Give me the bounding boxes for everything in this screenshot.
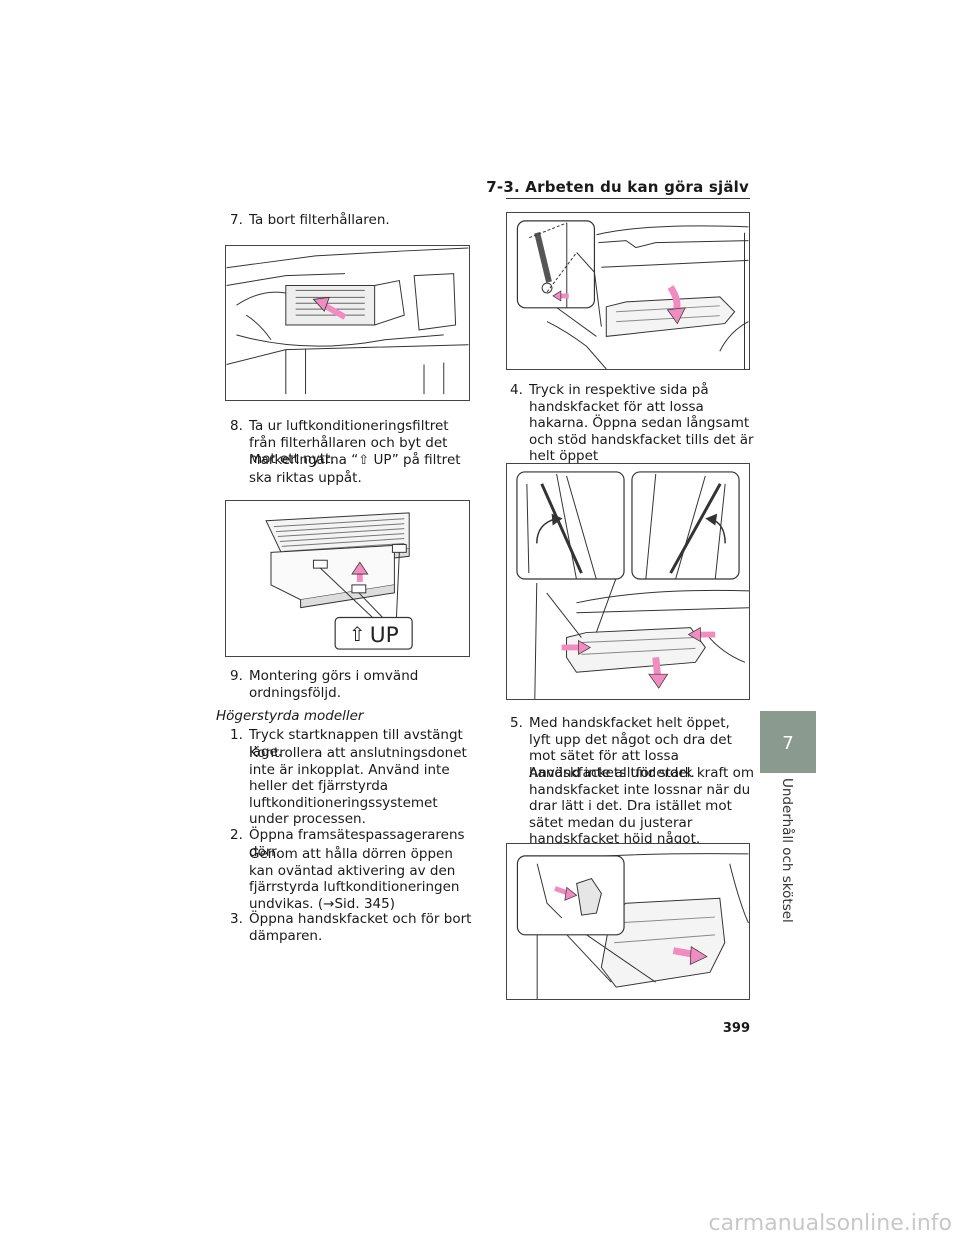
step-number: 2. [230, 827, 243, 843]
step-text: Ta ur luftkonditioneringsfiltret från fi… [249, 418, 449, 467]
figure-filter-up-mark: ⇧ UP [225, 500, 470, 657]
chapter-title-vertical: Underhåll och skötsel [775, 778, 799, 923]
rhd-heading: Högerstyrda modeller [216, 708, 364, 724]
step-text: Tryck in respektive sida på handskfacket… [529, 382, 754, 464]
step-8: 8. Ta ur luftkonditioneringsfiltret från… [230, 418, 475, 468]
note-prefix: Markeringarna “ [249, 452, 359, 468]
step-number: 4. [510, 382, 523, 398]
page-number: 399 [722, 1021, 750, 1036]
lift-glovebox-illustration [516, 853, 749, 999]
note-suffix: UP” på filtret ska riktas uppåt. [249, 452, 461, 486]
figure-release-hooks [506, 463, 750, 700]
step-9: 9. Montering görs i omvänd ordningsföljd… [230, 668, 475, 701]
step-text: Öppna framsätespassagerarens dörr. [249, 827, 465, 860]
rhd-step-5-note: Använd inte alltför stark kraft om hands… [529, 765, 754, 847]
step-text: Med handskfacket helt öppet, lyft upp de… [529, 715, 732, 781]
figure-damper [506, 212, 750, 370]
rhd-step-1: 1. Tryck startknappen till avstängt läge… [230, 727, 475, 760]
step-text: Ta bort filterhållaren. [249, 212, 390, 228]
arrow-glyph: ⇧ [349, 623, 366, 646]
filter-illustration: ⇧ UP [265, 512, 413, 650]
step-number: 8. [230, 418, 243, 434]
step-7: 7. Ta bort filterhållaren. [230, 212, 470, 229]
up-label: UP [370, 623, 399, 648]
section-header: 7-3. Arbeten du kan göra själv [486, 178, 749, 196]
step-number: 9. [230, 668, 243, 684]
up-arrow-icon: ⇧ [358, 453, 370, 468]
step-text: Montering görs i omvänd ordningsföljd. [249, 668, 419, 701]
filter-holder-illustration [226, 247, 469, 395]
rhd-step-1-note: Kontrollera att anslutningsdonet inte är… [249, 745, 467, 827]
chapter-number: 7 [782, 733, 794, 754]
rhd-step-2-note: Genom att hålla dörren öppen kan oväntad… [249, 846, 460, 912]
step-8-note: Markeringarna “⇧ UP” på filtret ska rikt… [249, 452, 475, 486]
step-number: 1. [230, 727, 243, 743]
watermark: carmanualsonline.info [708, 1211, 952, 1236]
rhd-step-3: 3. Öppna handskfacket och för bort dämpa… [230, 911, 475, 944]
step-number: 5. [510, 715, 523, 731]
chapter-tab: 7 [760, 711, 816, 773]
release-hooks-illustration [516, 471, 749, 699]
chapter-title: Underhåll och skötsel [779, 778, 795, 923]
figure-lift-glovebox [506, 843, 750, 1000]
damper-illustration [516, 220, 749, 369]
rhd-step-2: 2. Öppna framsätespassagerarens dörr. [230, 827, 475, 860]
header-rule [506, 198, 750, 199]
step-text: Tryck startknappen till avstängt läge. [249, 727, 463, 760]
step-text: Öppna handskfacket och för bort dämparen… [249, 911, 472, 944]
rhd-step-4: 4. Tryck in respektive sida på handskfac… [510, 382, 755, 465]
step-number: 7. [230, 212, 243, 228]
step-number: 3. [230, 911, 243, 927]
rhd-step-5: 5. Med handskfacket helt öppet, lyft upp… [510, 715, 755, 781]
figure-filter-holder [225, 245, 470, 401]
